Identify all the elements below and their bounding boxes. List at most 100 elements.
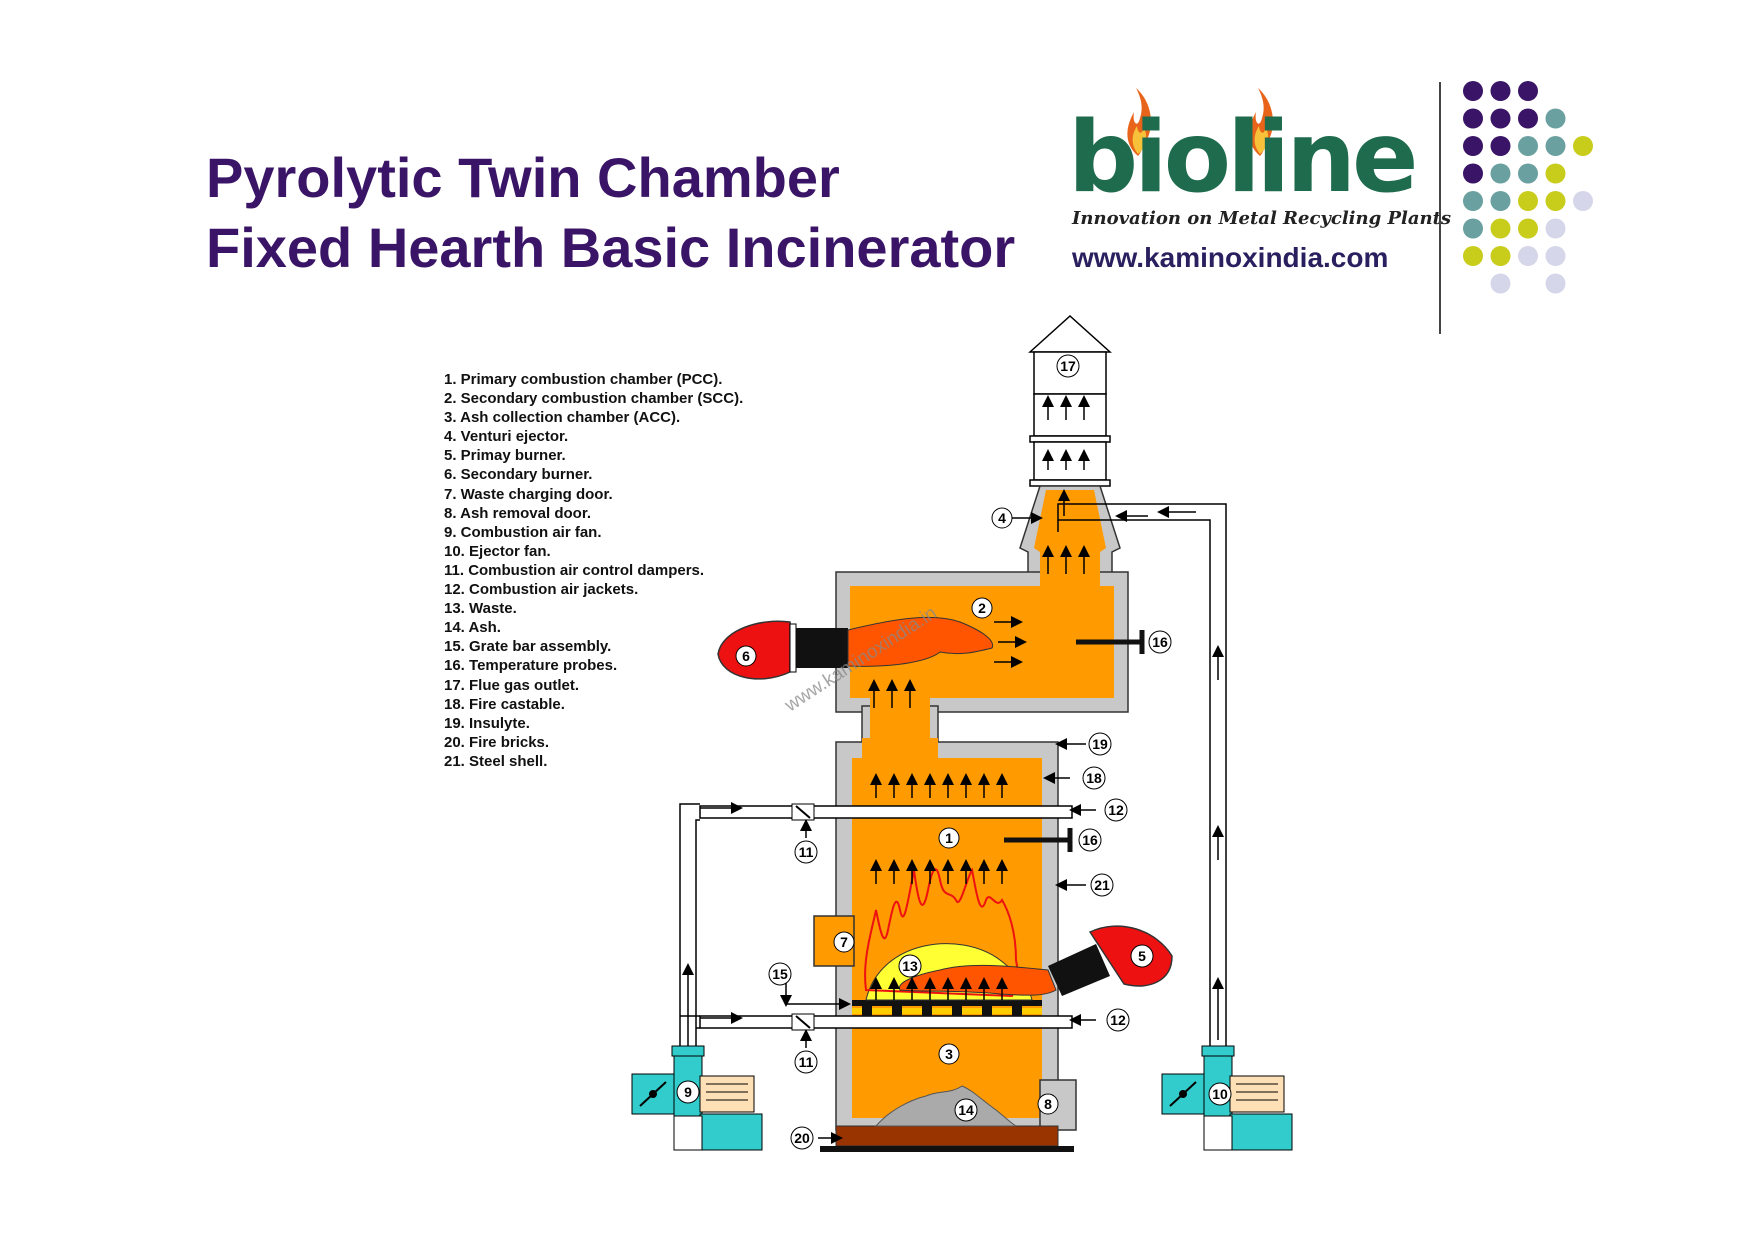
svg-text:19: 19 (1092, 736, 1108, 752)
label-9: 9 (676, 1080, 700, 1104)
legend-item: 16. Temperature probes. (444, 657, 618, 675)
label-11-upper: 11 (794, 840, 818, 864)
label-14: 14 (954, 1098, 978, 1122)
label-12-lower: 12 (1106, 1008, 1130, 1032)
fire-bricks (835, 1125, 1059, 1147)
legend-item: 12. Combustion air jackets. (444, 581, 639, 599)
legend-item: 20. Fire bricks. (444, 733, 550, 751)
decorative-dot (1545, 108, 1566, 129)
label-1: 1 (938, 827, 960, 849)
legend-item: 21. Steel shell. (444, 752, 548, 770)
svg-text:21: 21 (1094, 877, 1110, 893)
damper-lower (791, 1013, 815, 1031)
svg-text:3: 3 (945, 1046, 953, 1062)
decorative-dot (1490, 218, 1511, 239)
decorative-dot (1490, 273, 1511, 294)
decorative-dot (1463, 163, 1483, 184)
label-6: 6 (735, 645, 757, 667)
svg-text:15: 15 (772, 966, 788, 982)
decorative-dot (1463, 191, 1483, 211)
decorative-dot (1518, 163, 1538, 184)
base-plate (820, 1146, 1074, 1152)
svg-text:10: 10 (1212, 1086, 1228, 1102)
title-line-2: Fixed Hearth Basic Incinerator (206, 216, 1016, 279)
decorative-dot-grid (1463, 81, 1593, 294)
label-12-upper: 12 (1104, 798, 1128, 822)
decorative-dot (1463, 218, 1483, 239)
svg-text:12: 12 (1108, 802, 1124, 818)
legend-item: 13. Waste. (444, 600, 517, 618)
label-7: 7 (833, 931, 855, 953)
brand-logo: bioline (1068, 101, 1418, 215)
decorative-dot (1490, 191, 1511, 211)
legend-item: 19. Insulyte. (444, 714, 530, 732)
legend-item: 1. Primary combustion chamber (PCC). (444, 371, 723, 388)
svg-text:1: 1 (945, 830, 953, 846)
temperature-probe-pcc (1004, 828, 1073, 852)
svg-text:11: 11 (799, 1054, 814, 1070)
svg-text:4: 4 (998, 510, 1006, 526)
svg-text:7: 7 (840, 934, 848, 950)
svg-text:11: 11 (799, 844, 814, 860)
temperature-probe-scc (1076, 630, 1145, 654)
ash-pile (874, 1085, 1017, 1127)
air-jacket-lower (699, 1015, 1073, 1029)
decorative-dot (1545, 273, 1566, 294)
svg-text:5: 5 (1138, 948, 1146, 964)
svg-text:14: 14 (958, 1102, 974, 1118)
brand-website[interactable]: www.kaminoxindia.com (1072, 242, 1389, 273)
decorative-dot (1490, 108, 1511, 129)
legend-item: 10. Ejector fan. (444, 542, 551, 560)
label-18: 18 (1082, 766, 1106, 790)
primary-combustion-chamber (835, 738, 1059, 1131)
decorative-dot (1463, 108, 1483, 129)
svg-text:17: 17 (1060, 358, 1076, 374)
legend-item: 2. Secondary combustion chamber (SCC). (444, 390, 744, 408)
decorative-dot (1463, 246, 1483, 266)
brand-tagline: Innovation on Metal Recycling Plants (1072, 208, 1452, 229)
label-16-pcc: 16 (1078, 828, 1102, 852)
svg-text:18: 18 (1086, 770, 1102, 786)
title-line-1: Pyrolytic Twin Chamber (206, 146, 840, 209)
legend-list: 1. Primary combustion chamber (PCC). 2. … (444, 370, 743, 771)
label-19: 19 (1088, 732, 1112, 756)
svg-text:6: 6 (742, 648, 750, 664)
label-10: 10 (1208, 1082, 1232, 1106)
header-divider (1439, 82, 1441, 334)
flue-gas-outlet (1028, 314, 1112, 487)
decorative-dot (1573, 136, 1593, 156)
waste-flames (864, 867, 1019, 998)
decorative-dot (1490, 136, 1511, 156)
number-labels: 1 2 3 4 5 6 7 8 9 10 11 11 12 12 13 14 1… (676, 354, 1232, 1150)
label-17: 17 (1056, 354, 1080, 378)
air-jacket-upper (699, 805, 1073, 819)
decorative-dot (1545, 136, 1566, 156)
svg-text:8: 8 (1044, 1096, 1052, 1112)
legend-item: 7. Waste charging door. (444, 485, 613, 503)
svg-text:20: 20 (794, 1130, 810, 1146)
legend-item: 8. Ash removal door. (444, 504, 591, 522)
leader-lines (780, 510, 1148, 1144)
label-5: 5 (1130, 944, 1154, 968)
label-15: 15 (768, 962, 792, 986)
damper-upper (791, 803, 815, 821)
svg-text:13: 13 (902, 958, 918, 974)
svg-text:16: 16 (1082, 832, 1098, 848)
legend-item: 4. Venturi ejector. (444, 428, 569, 446)
flow-arrows (682, 395, 1224, 1046)
label-8: 8 (1037, 1093, 1059, 1115)
legend-item: 9. Combustion air fan. (444, 523, 602, 541)
ejector-duct (1057, 503, 1227, 1046)
legend-item: 17. Flue gas outlet. (444, 676, 580, 694)
decorative-dot (1545, 191, 1566, 211)
decorative-dot (1490, 246, 1511, 266)
label-3: 3 (938, 1043, 960, 1065)
decorative-dot (1545, 246, 1566, 266)
decorative-dot (1518, 81, 1538, 101)
ejector-fan (1161, 1045, 1293, 1151)
decorative-dot (1463, 136, 1483, 156)
legend-item: 6. Secondary burner. (444, 466, 593, 484)
svg-text:2: 2 (978, 600, 986, 616)
decorative-dot (1490, 81, 1511, 101)
